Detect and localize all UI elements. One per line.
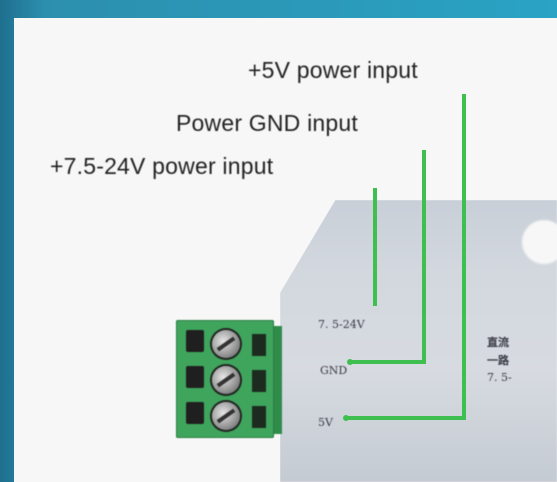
- terminal-screw-2: [212, 366, 240, 394]
- terminal-clamp-2: [252, 370, 266, 392]
- silk-label-gnd: GND: [320, 364, 348, 377]
- silk-label-5v: 5V: [318, 416, 333, 429]
- callout-7-5-24v-power-input: +7.5-24V power input: [50, 153, 274, 179]
- terminal-clamp-1: [252, 334, 266, 356]
- silk-chinese-line-3: 7. 5-: [487, 371, 512, 384]
- terminal-screw-3: [212, 402, 240, 430]
- pcb-board: [280, 200, 557, 482]
- silk-chinese-line-2: 一路: [487, 354, 509, 367]
- silk-label-7-5-24v: 7. 5-24V: [318, 318, 365, 331]
- silk-chinese-line-1: 直流: [487, 336, 509, 349]
- mounting-hole: [522, 220, 557, 264]
- terminal-slot-3: [186, 402, 204, 424]
- callout-5v-power-input: +5V power input: [248, 57, 418, 83]
- terminal-slot-1: [186, 330, 204, 352]
- terminal-screw-1: [212, 330, 240, 358]
- terminal-clamp-3: [252, 406, 266, 428]
- callout-power-gnd-input: Power GND input: [176, 110, 358, 136]
- terminal-slot-2: [186, 366, 204, 388]
